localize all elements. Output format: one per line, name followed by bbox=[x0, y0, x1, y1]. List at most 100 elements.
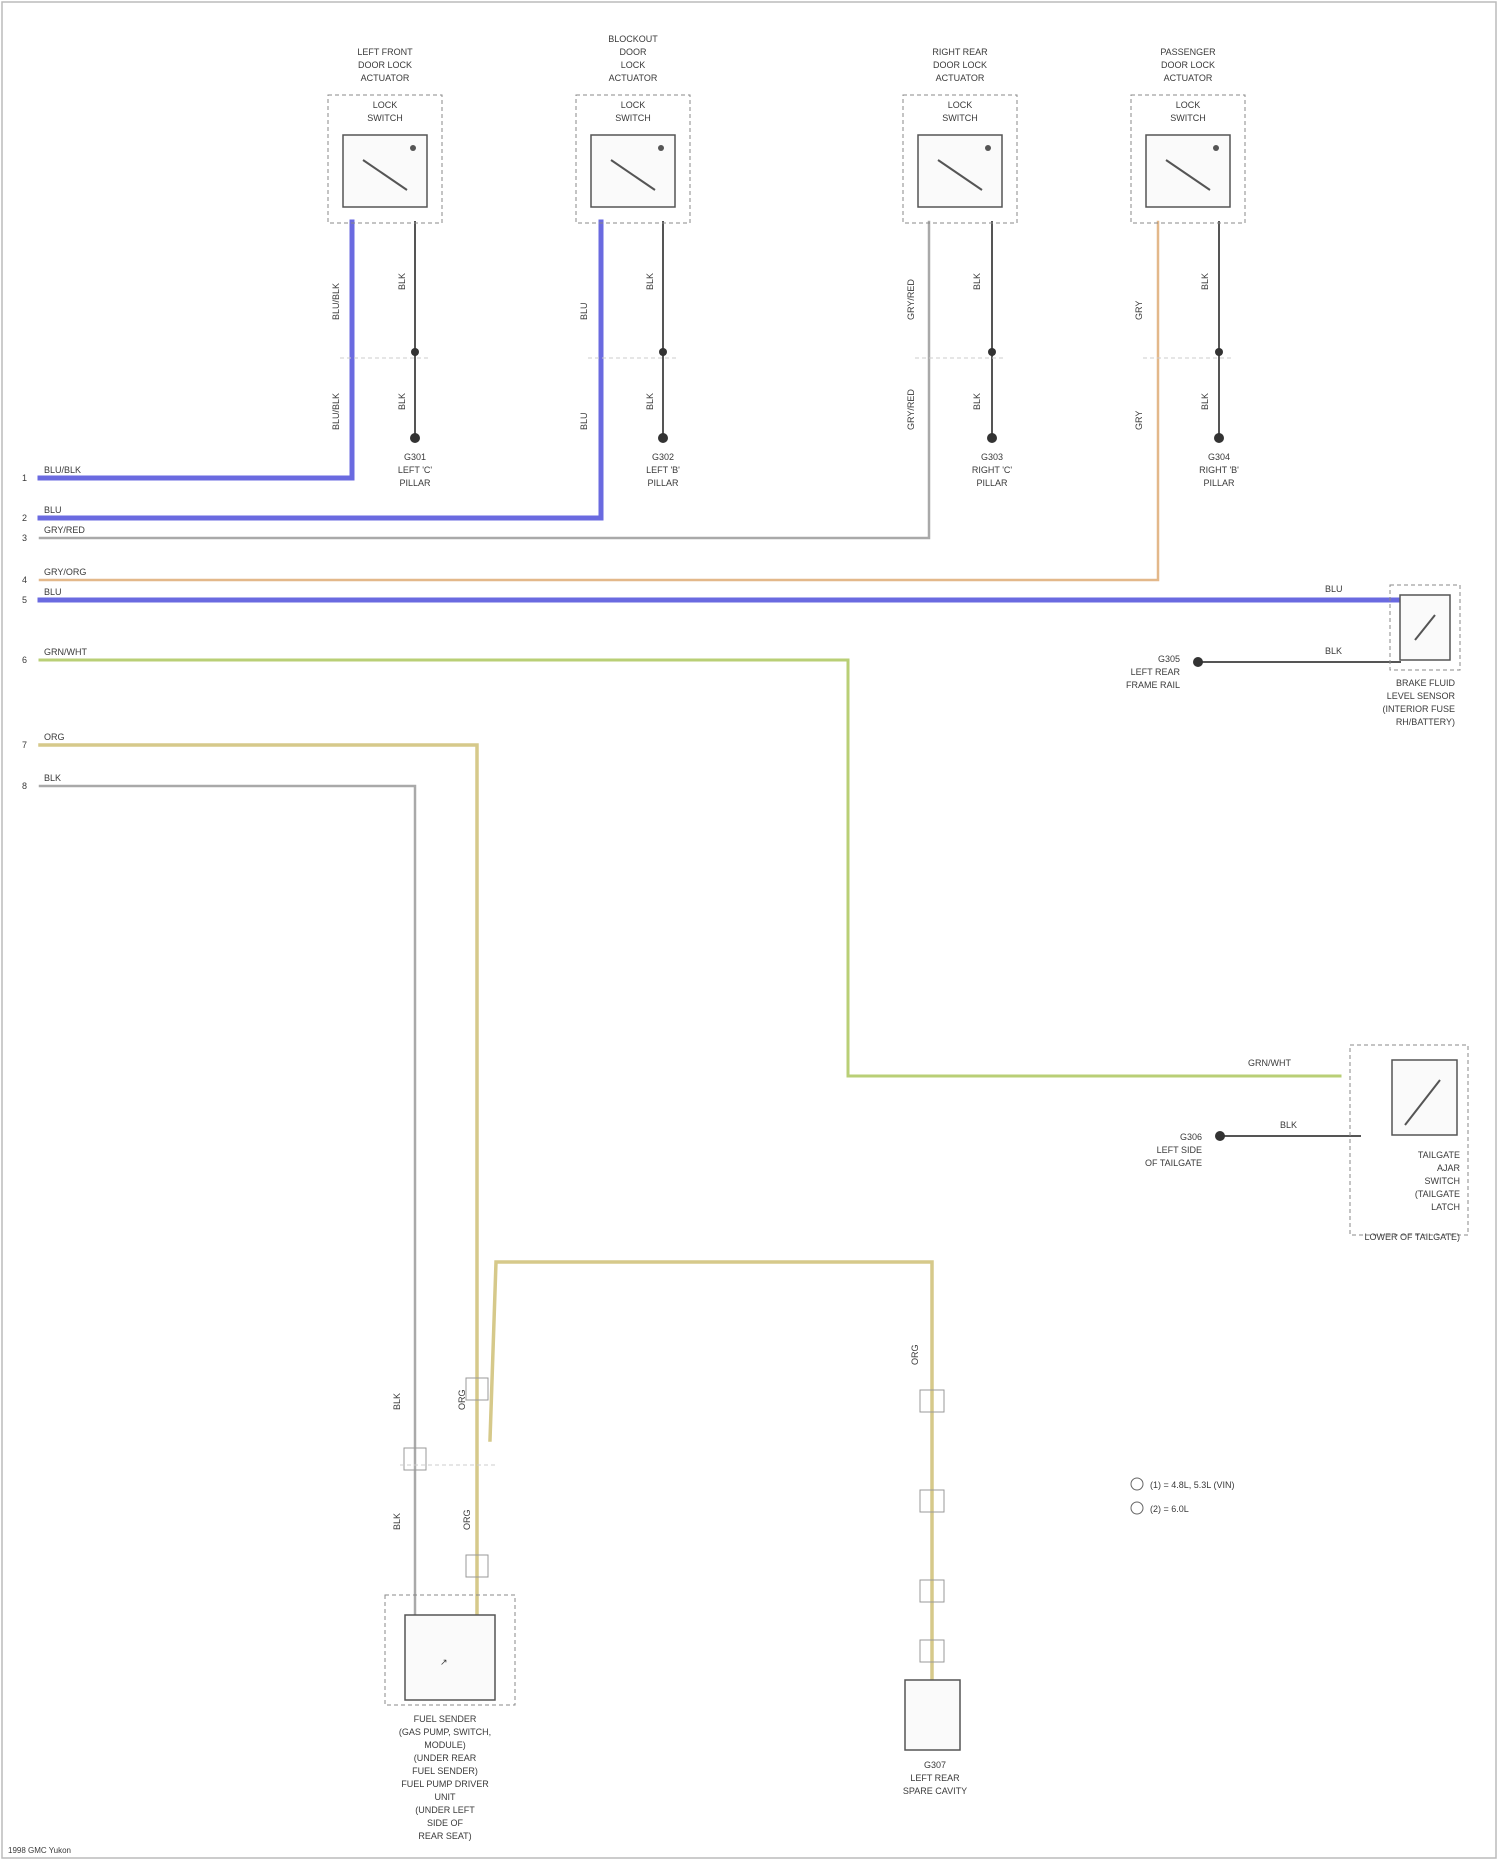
fuel-label-1: FUEL SENDER bbox=[414, 1714, 477, 1724]
brake-switch-label-1: BRAKE FLUID bbox=[1396, 678, 1456, 688]
ground-splice-dot bbox=[988, 348, 996, 356]
actuator-title-line: DOOR LOCK bbox=[933, 60, 987, 70]
left-pin-number: 3 bbox=[22, 533, 27, 543]
left-pin-number: 7 bbox=[22, 740, 27, 750]
switch-contact bbox=[658, 145, 664, 151]
spare-cavity-body bbox=[905, 1680, 960, 1750]
left-wire-color-label: ORG bbox=[44, 732, 65, 742]
spare-label-2: LEFT REAR bbox=[910, 1773, 960, 1783]
latch-label-1: TAILGATE bbox=[1418, 1150, 1460, 1160]
ground-label-line: G302 bbox=[652, 452, 674, 462]
ground-label-line: G301 bbox=[404, 452, 426, 462]
spare-label-1: G307 bbox=[924, 1760, 946, 1770]
actuator-wire-label: GRY/RED bbox=[906, 389, 916, 430]
left-pin-number: 1 bbox=[22, 473, 27, 483]
g305-label-2: LEFT REAR bbox=[1131, 667, 1181, 677]
wire-green bbox=[40, 660, 1340, 1076]
actuator-sub-label: LOCK bbox=[1176, 100, 1201, 110]
actuator-wire-label: BLK bbox=[1200, 393, 1210, 410]
brake-fluid-switch: BLU BLK BRAKE FLUID LEVEL SENSOR (INTERI… bbox=[1126, 584, 1460, 727]
ground-label-line: LEFT 'B' bbox=[646, 465, 680, 475]
fuel-label-5: FUEL SENDER) bbox=[412, 1766, 478, 1776]
actuator-title-line: DOOR LOCK bbox=[358, 60, 412, 70]
actuator-title-line: ACTUATOR bbox=[936, 73, 985, 83]
ground-label-line: RIGHT 'B' bbox=[1199, 465, 1239, 475]
ground-label-line: G303 bbox=[981, 452, 1003, 462]
fuel-label-2: (GAS PUMP, SWITCH, bbox=[399, 1727, 491, 1737]
actuator-sub-label: LOCK bbox=[948, 100, 973, 110]
g306-label-3: OF TAILGATE bbox=[1145, 1158, 1202, 1168]
actuator-wire-label: BLU bbox=[579, 302, 589, 320]
ground-label-line: PILLAR bbox=[976, 478, 1008, 488]
wire-black bbox=[40, 786, 415, 1640]
actuator-title-line: DOOR bbox=[620, 47, 648, 57]
left-wire-color-label: BLU bbox=[44, 587, 62, 597]
actuator-title-line: ACTUATOR bbox=[1164, 73, 1213, 83]
latch-wire-label-1: GRN/WHT bbox=[1248, 1058, 1291, 1068]
left-connector-pins: 1BLU/BLK2BLU3GRY/RED4GRY/ORG5BLU6GRN/WHT… bbox=[22, 465, 87, 791]
actuator-wire-label: BLU/BLK bbox=[331, 393, 341, 430]
fuel-label-8: (UNDER LEFT bbox=[415, 1805, 475, 1815]
ground-splice-dot bbox=[411, 348, 419, 356]
brake-switch-label-2: LEVEL SENSOR bbox=[1387, 691, 1456, 701]
switch-contact bbox=[1213, 145, 1219, 151]
fuel-wire-label-1: BLK bbox=[392, 1513, 402, 1530]
spare-cavity-ground: ORG G307 LEFT REAR SPARE CAVITY bbox=[903, 1344, 967, 1796]
spare-label-3: SPARE CAVITY bbox=[903, 1786, 967, 1796]
actuator-title-line: PASSENGER bbox=[1160, 47, 1216, 57]
fuel-label-3: MODULE) bbox=[424, 1740, 466, 1750]
actuator-title-line: ACTUATOR bbox=[361, 73, 410, 83]
fuel-label-4: (UNDER REAR bbox=[414, 1753, 477, 1763]
actuator-sub-label: LOCK bbox=[373, 100, 398, 110]
actuator-sub-label: SWITCH bbox=[615, 113, 651, 123]
switch-contact bbox=[410, 145, 416, 151]
left-pin-number: 6 bbox=[22, 655, 27, 665]
brake-ground-dot bbox=[1193, 657, 1203, 667]
actuator-sub-label: SWITCH bbox=[942, 113, 978, 123]
actuator-wire-label: BLK bbox=[645, 393, 655, 410]
ground-label-line: G304 bbox=[1208, 452, 1230, 462]
latch-wire-label-2: BLK bbox=[1280, 1120, 1297, 1130]
ground-label-line: PILLAR bbox=[399, 478, 431, 488]
fuel-wire-label-2: ORG bbox=[462, 1509, 472, 1530]
latch-label-3: SWITCH bbox=[1425, 1176, 1461, 1186]
left-wire-color-label: BLU bbox=[44, 505, 62, 515]
actuator-sub-label: SWITCH bbox=[367, 113, 403, 123]
left-pin-number: 2 bbox=[22, 513, 27, 523]
actuator-wire-label: BLK bbox=[397, 273, 407, 290]
wire-orange bbox=[40, 745, 477, 1640]
ground-label-line: RIGHT 'C' bbox=[972, 465, 1013, 475]
actuator-wire-label: BLK bbox=[645, 273, 655, 290]
fuel-label-9: SIDE OF bbox=[427, 1818, 464, 1828]
actuator-title-line: RIGHT REAR bbox=[932, 47, 988, 57]
tailgate-switch-body bbox=[1392, 1060, 1457, 1135]
actuator-title-line: BLOCKOUT bbox=[608, 34, 658, 44]
fuel-label-7: UNIT bbox=[435, 1792, 456, 1802]
actuator-wire-label: BLK bbox=[397, 393, 407, 410]
left-wire-color-label: GRY/RED bbox=[44, 525, 85, 535]
actuator-wire-label: BLK bbox=[1200, 273, 1210, 290]
legend-item-1: (1) = 4.8L, 5.3L (VIN) bbox=[1150, 1480, 1234, 1490]
left-wire-color-label: GRY/ORG bbox=[44, 567, 86, 577]
ground-dot bbox=[987, 433, 997, 443]
actuator-wire-label: BLK bbox=[972, 393, 982, 410]
fuel-upper-wire-label-2: ORG bbox=[457, 1389, 467, 1410]
wire-actuator-3-signal bbox=[40, 222, 929, 538]
actuator-title-line: DOOR LOCK bbox=[1161, 60, 1215, 70]
brake-wire-label-2: BLK bbox=[1325, 646, 1342, 656]
fuel-sender: ↗ BLK ORG FUEL SENDER (GAS PUMP, SWITCH,… bbox=[385, 1509, 515, 1841]
latch-label-2: AJAR bbox=[1437, 1163, 1461, 1173]
legend-item-2: (2) = 6.0L bbox=[1150, 1504, 1189, 1514]
g305-label-3: FRAME RAIL bbox=[1126, 680, 1180, 690]
g306-label-1: G306 bbox=[1180, 1132, 1202, 1142]
brake-wire-label-1: BLU bbox=[1325, 584, 1343, 594]
ground-dot bbox=[658, 433, 668, 443]
actuator-4: PASSENGERDOOR LOCKACTUATORLOCKSWITCHGRYB… bbox=[1131, 47, 1245, 430]
actuator-sub-label: LOCK bbox=[621, 100, 646, 110]
tailgate-ground-dot bbox=[1215, 1131, 1225, 1141]
footer-text: 1998 GMC Yukon bbox=[8, 1846, 71, 1855]
brake-switch-label-4: RH/BATTERY) bbox=[1396, 717, 1455, 727]
